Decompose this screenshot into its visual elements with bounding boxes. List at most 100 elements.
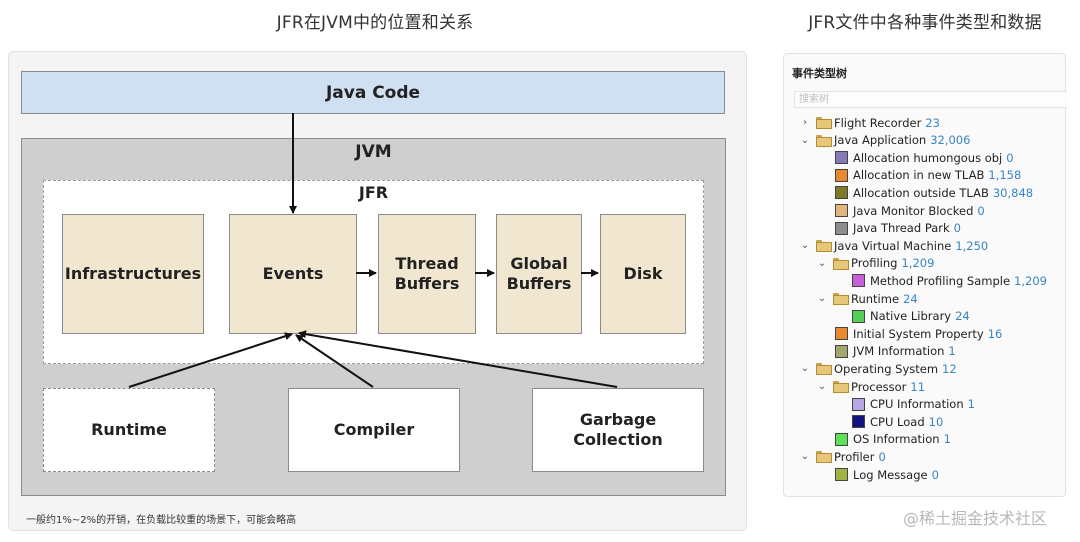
tree-row-label: Method Profiling Sample: [870, 273, 1011, 288]
right-title: JFR文件中各种事件类型和数据: [808, 13, 1042, 33]
tree-row-label: Processor: [851, 379, 907, 394]
tree-row-label: Runtime: [851, 291, 900, 306]
event-color-icon: [835, 204, 848, 217]
watermark: @稀土掘金技术社区: [903, 509, 1048, 528]
tree-row-label: Flight Recorder: [834, 115, 922, 130]
tree-row-count: 1: [943, 432, 951, 447]
tree-header: 事件类型树: [792, 67, 847, 80]
event-color-icon: [835, 151, 848, 165]
tree-row-count: 32,006: [930, 133, 971, 148]
tree-row-count: 1: [948, 344, 956, 359]
tree-row-count: 23: [925, 115, 940, 130]
chevron-down-icon[interactable]: ⌄: [817, 381, 827, 392]
event-color-icon: [835, 468, 848, 481]
tree-row-label: JVM Information: [853, 344, 945, 359]
tree-row-label: Java Virtual Machine: [834, 238, 952, 253]
chevron-down-icon[interactable]: ⌄: [800, 240, 810, 252]
event-color-icon: [852, 309, 865, 323]
chevron-down-icon[interactable]: ⌄: [817, 257, 827, 269]
event-color-icon: [835, 186, 848, 200]
disk-box: Disk: [600, 214, 686, 334]
folder-icon: [816, 240, 832, 253]
left-title: JFR在JVM中的位置和关系: [276, 13, 474, 33]
tree-row-count: 1,209: [1014, 273, 1047, 288]
chevron-down-icon[interactable]: ⌄: [800, 451, 810, 463]
tree-row-count: 0: [953, 221, 961, 236]
tree-row-count: 1,158: [988, 168, 1022, 183]
chevron-down-icon[interactable]: ⌄: [800, 134, 810, 146]
garbage-collection-box: Garbage Collection: [532, 388, 704, 472]
tree-row-label: Java Monitor Blocked: [853, 203, 974, 218]
tree-row-count: 24: [955, 309, 970, 324]
tree-row-label: Operating System: [834, 361, 939, 376]
event-color-icon: [852, 397, 865, 411]
global-buffers-box: Global Buffers: [496, 214, 582, 334]
tree-row-label: Initial System Property: [853, 326, 984, 341]
tree-row-count: 1,250: [955, 238, 989, 253]
tree-row-count: 16: [987, 326, 1003, 341]
thread-buffers-box: Thread Buffers: [378, 214, 476, 334]
chevron-right-icon[interactable]: ›: [803, 117, 807, 128]
tree-row-count: 0: [1006, 150, 1014, 165]
tree-row-label: Allocation in new TLAB: [853, 168, 985, 183]
tree-row-label: Allocation outside TLAB: [853, 185, 989, 200]
chevron-down-icon[interactable]: ⌄: [800, 363, 810, 375]
folder-icon: [833, 257, 849, 270]
tree-row-label: Java Application: [834, 133, 927, 148]
tree-row-label: Profiling: [851, 256, 898, 271]
tree-row-label: Profiler: [834, 449, 875, 464]
chevron-down-icon[interactable]: ⌄: [817, 293, 827, 304]
java-code-box: Java Code: [21, 71, 725, 114]
tree-row-count: 0: [931, 467, 939, 482]
jvm-label: JVM: [355, 142, 392, 162]
infrastructures-box: Infrastructures: [62, 214, 204, 334]
tree-row-label: Java Thread Park: [853, 221, 950, 236]
jfr-architecture-diagram: Java Code JVM JFR Infrastructures Events…: [8, 51, 747, 531]
folder-icon: [816, 451, 832, 464]
folder-icon: [816, 117, 832, 129]
tree-row-count: 30,848: [992, 185, 1034, 200]
tree-row-label: Native Library: [870, 309, 952, 324]
event-color-icon: [835, 432, 848, 446]
tree-row-count: 12: [942, 361, 957, 376]
folder-icon: [833, 381, 849, 393]
jfr-label: JFR: [358, 183, 389, 202]
tree-row-count: 24: [903, 291, 918, 306]
tree-row-count: 11: [910, 379, 926, 394]
tree-row-count: 1,209: [901, 256, 935, 271]
tree-search-input[interactable]: 搜索树: [794, 91, 1067, 108]
tree-row-label: Log Message: [853, 467, 928, 482]
event-color-icon: [835, 221, 848, 235]
folder-icon: [833, 293, 849, 305]
event-color-icon: [835, 327, 848, 341]
event-color-icon: [852, 274, 865, 288]
tree-row-count: 10: [928, 414, 944, 429]
tree-row-count: 0: [878, 449, 886, 464]
tree-row-count: 1: [967, 397, 975, 412]
event-color-icon: [835, 344, 848, 358]
compiler-box: Compiler: [288, 388, 460, 472]
tree-row-count: 0: [977, 203, 985, 218]
